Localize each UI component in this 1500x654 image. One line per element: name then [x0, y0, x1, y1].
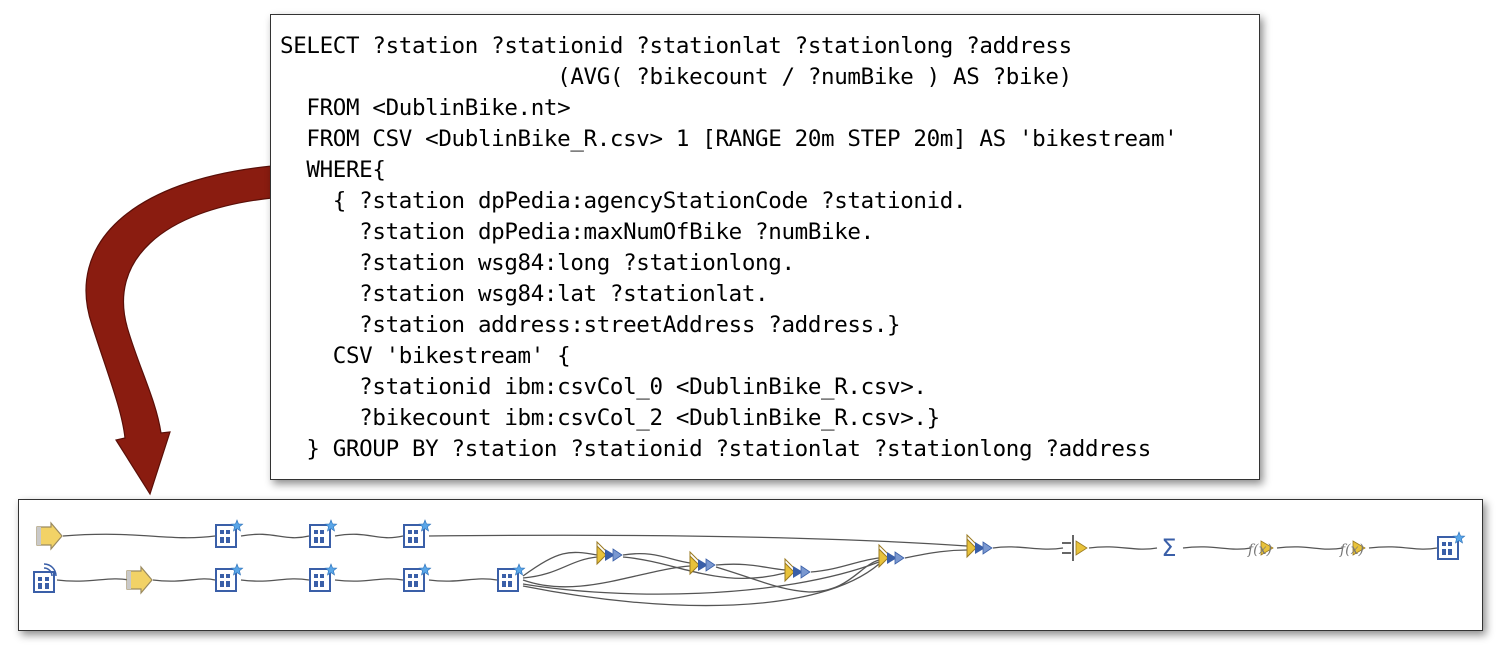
curved-arrow-body: [85, 165, 273, 496]
flow-wire: [1368, 546, 1438, 550]
function-operator-icon: f(x): [1339, 540, 1366, 558]
flow-wire: [522, 565, 691, 588]
functor-operator-icon: [1437, 531, 1466, 560]
flow-wire: [992, 546, 1064, 550]
functor-operator-icon: [215, 519, 244, 548]
star-icon: [230, 563, 244, 576]
flow-wire: [715, 559, 880, 593]
flow-wire: [810, 557, 880, 573]
flow-wire: [622, 556, 786, 580]
flow-wire: [1182, 546, 1252, 550]
flow-wire: [715, 563, 786, 571]
functor-operator-icon: [403, 563, 432, 592]
flow-wire: [522, 556, 598, 579]
flow-wire: [240, 533, 310, 539]
flow-wire: [56, 578, 130, 582]
star-icon: [512, 563, 526, 576]
functor-operator-icon: [403, 519, 432, 548]
flow-wire: [428, 578, 498, 582]
sigma-label: Σ: [1161, 534, 1176, 562]
aggregate-operator-icon: Σ: [1161, 534, 1176, 562]
flow-wire: [334, 533, 404, 539]
function-operator-icon: f(x): [1247, 540, 1274, 558]
functor-operator-icon: [309, 563, 338, 592]
join-operator-icon: [689, 550, 716, 576]
flow-wire: [622, 552, 691, 564]
star-icon: [418, 563, 432, 576]
query-line: ?station address:streetAddress ?address.…: [280, 312, 901, 338]
query-line: } GROUP BY ?station ?stationid ?stationl…: [280, 436, 1151, 462]
flow-wire: [62, 533, 216, 539]
star-icon: [324, 563, 338, 576]
flow-wire: [904, 549, 968, 559]
flow-wire: [428, 534, 968, 547]
flow-wire: [522, 563, 880, 607]
join-operator-icon: [966, 533, 993, 559]
flow-wire: [522, 551, 598, 577]
query-line: (AVG( ?bikecount / ?numBike ) AS ?bike): [280, 64, 1072, 90]
import-operator-icon: [36, 521, 63, 551]
star-icon: [324, 519, 338, 532]
query-line: CSV 'bikestream' {: [280, 343, 571, 369]
functor-operator-icon: [497, 563, 526, 592]
star-icon: [230, 519, 244, 532]
flow-wire: [522, 561, 880, 595]
query-line: SELECT ?station ?stationid ?stationlat ?…: [280, 33, 1072, 59]
flow-wire: [152, 578, 216, 582]
query-line: FROM CSV <DublinBike_R.csv> 1 [RANGE 20m…: [280, 126, 1178, 152]
flow-wire: [1088, 546, 1158, 550]
function-label: f(x): [1339, 542, 1364, 558]
flow-wires: [56, 533, 1438, 607]
query-line: ?station wsg84:long ?stationlong.: [280, 250, 795, 276]
query-line: ?station wsg84:lat ?stationlat.: [280, 281, 769, 307]
join-operator-icon: [596, 540, 623, 566]
functor-operator-icon: [309, 519, 338, 548]
star-icon: [418, 519, 432, 532]
join-operator-icon: [784, 557, 811, 583]
functor-operator-icon: [215, 563, 244, 592]
flow-wire: [1276, 546, 1344, 550]
query-line: { ?station dpPedia:agencyStationCode ?st…: [280, 188, 967, 214]
file-source-operator-icon: [33, 563, 57, 593]
import-operator-icon: [126, 565, 153, 595]
query-line: ?station dpPedia:maxNumOfBike ?numBike.: [280, 219, 874, 245]
query-line: WHERE{: [280, 157, 386, 183]
flow-wire: [240, 578, 310, 582]
join-operator-icon: [878, 543, 905, 569]
query-line: ?stationid ibm:csvCol_0 <DublinBike_R.cs…: [280, 374, 927, 400]
flow-wire: [334, 578, 404, 582]
sparql-query-box: SELECT ?station ?stationid ?stationlat ?…: [270, 14, 1260, 480]
query-line: ?bikecount ibm:csvCol_2 <DublinBike_R.cs…: [280, 405, 940, 431]
star-icon: [1452, 531, 1466, 544]
query-line: FROM <DublinBike.nt>: [280, 95, 571, 121]
function-label: f(x): [1247, 542, 1272, 558]
barrier-operator-icon: [1062, 535, 1088, 561]
